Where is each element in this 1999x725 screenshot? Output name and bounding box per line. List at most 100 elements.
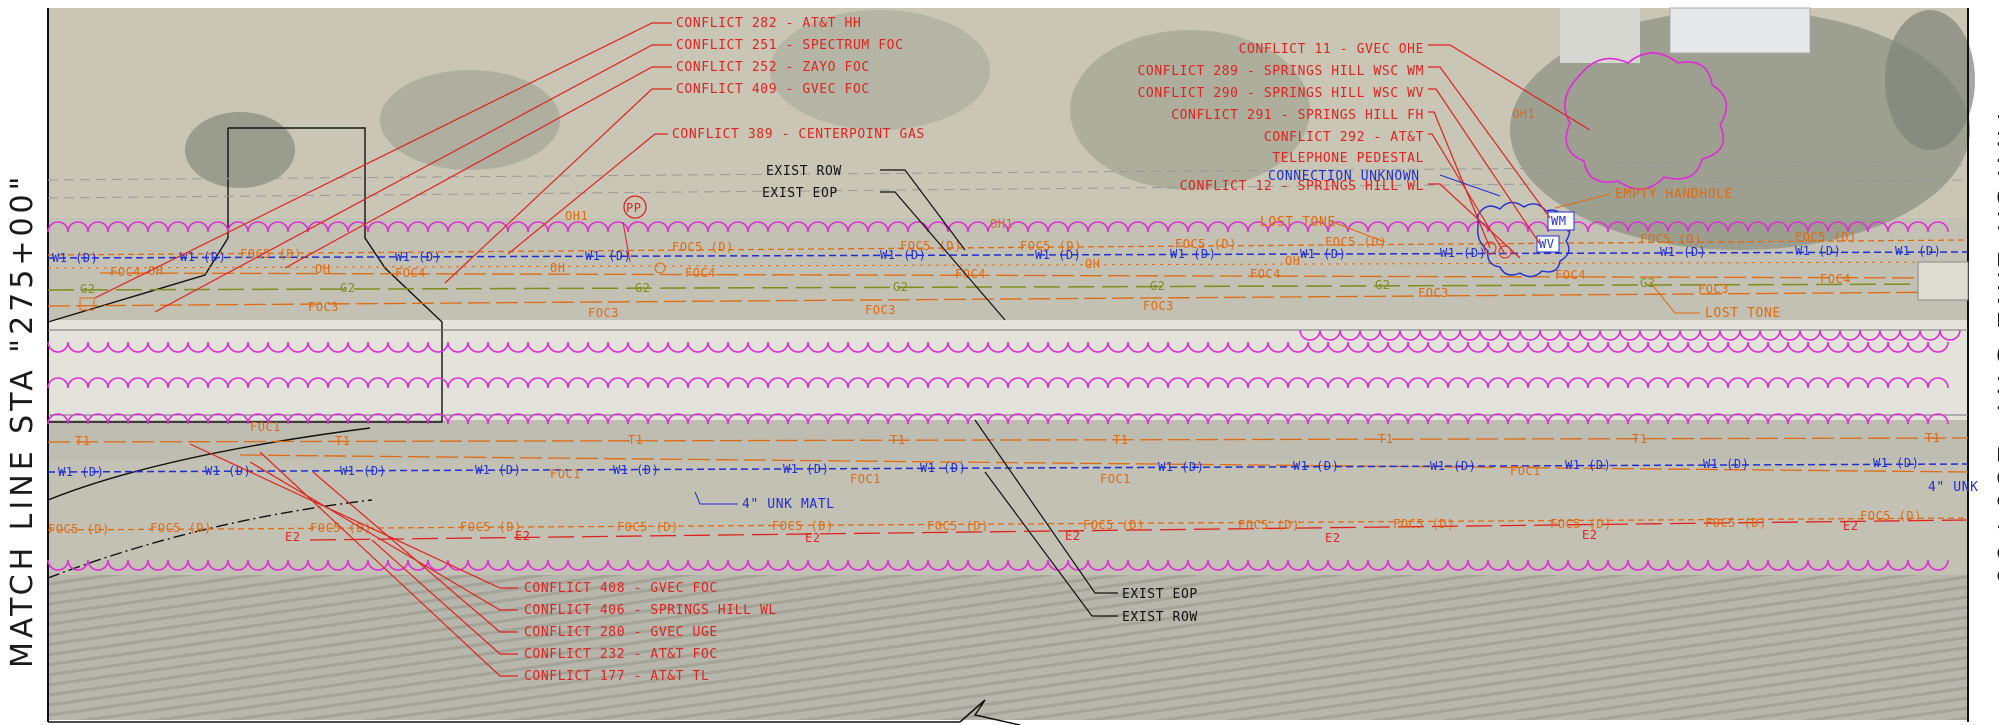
water-code: W1 (D) [180, 250, 226, 264]
foc5-code: FOC5 (D) [1860, 509, 1922, 523]
conflict-label: CONFLICT 11 - GVEC OHE [1239, 42, 1424, 57]
lost-tone-label: LOST TONE [1260, 215, 1336, 230]
callout-leaders [880, 169, 1118, 617]
foc5-code: FOC5 (D) [617, 520, 679, 534]
foc5-code: FOC5 (D) [900, 239, 962, 253]
foc5-code: FOC5 (D) [48, 522, 110, 536]
water-meter-icon [1547, 211, 1575, 231]
conflict-label: CONFLICT 289 - SPRINGS HILL WSC WM [1137, 64, 1424, 79]
gas-code: G2 [340, 281, 355, 295]
conflict-label: CONFLICT 409 - GVEC FOC [676, 82, 870, 97]
water-code: W1 (D) [52, 251, 98, 265]
tree-canopy [1510, 10, 1970, 250]
gas-code: G2 [80, 282, 95, 296]
empty-handhole-label: EMPTY HANDHOLE [1615, 187, 1733, 202]
water-meter-cluster: WM WV [1477, 201, 1575, 278]
sheet-border [47, 8, 1969, 725]
water-code: W1 (D) [1035, 248, 1081, 262]
gas-code: G2 [1150, 279, 1165, 293]
structure-icon [1917, 261, 1969, 301]
lost-tone-label-2: LOST TONE [1705, 306, 1781, 321]
water-code: W1 (D) [1170, 247, 1216, 261]
water-code: W1 (D) [58, 465, 104, 479]
e2-code: E2 [1843, 519, 1858, 533]
revision-cloud-band [47, 221, 1949, 233]
oh1-code: OH1 [1512, 107, 1535, 121]
e2-code: E2 [515, 529, 530, 543]
water-code: W1 (D) [1660, 245, 1706, 259]
foc3-line-north [47, 291, 1969, 307]
conflict-label: CONFLICT 12 - SPRINGS HILL WL [1180, 179, 1424, 194]
line-code-labels: W1 (D) W1 (D) W1 (D) W1 (D) W1 (D) W1 (D… [48, 107, 1943, 545]
t1-code: T1 [335, 434, 350, 448]
oh-code: OH [148, 264, 163, 278]
match-line-left: MATCH LINE STA "275+00" [5, 173, 40, 668]
water-code: W1 (D) [1873, 456, 1919, 470]
driveway-outline [47, 127, 443, 579]
water-code: W1 (D) [783, 462, 829, 476]
foc5-code: FOC5 (D) [1238, 518, 1300, 532]
conflict-label: TELEPHONE PEDESTAL [1272, 151, 1424, 166]
conflict-label: CONFLICT 232 - AT&T FOC [524, 647, 718, 662]
tree-canopy [770, 10, 990, 130]
foc3-code: FOC3 [308, 300, 339, 314]
foc5-code: FOC5 (D) [1175, 237, 1237, 251]
water-code: W1 (D) [1440, 246, 1486, 260]
water-line-north [47, 251, 1969, 259]
revision-cloud-band [47, 377, 1949, 389]
water-code: W1 (D) [880, 248, 926, 262]
foc1-code: FOC1 [250, 420, 281, 434]
overhead-line [47, 261, 1969, 269]
gas-line-north [47, 283, 1969, 291]
foc5-code: FOC5 (D) [1083, 518, 1145, 532]
oh-code: OH [1085, 257, 1100, 271]
e2-code: E2 [1065, 529, 1080, 543]
power-pole-icon [623, 195, 647, 219]
t1-code: T1 [1925, 431, 1940, 445]
top-left-conflict-labels: CONFLICT 282 - AT&T HH CONFLICT 251 - SP… [672, 16, 924, 142]
conflict-label: CONFLICT 251 - SPECTRUM FOC [676, 38, 904, 53]
revision-cloud-band [47, 341, 1949, 353]
foc4-code: FOC4 [685, 266, 716, 280]
foc4-code: FOC4 [1820, 272, 1851, 286]
t1-code: T1 [890, 433, 905, 447]
foc3-code: FOC3 [1143, 299, 1174, 313]
revision-cloud-band [47, 559, 1949, 571]
break-line [959, 699, 1021, 725]
connection-unknown-label: CONNECTION UNKNOWN [1268, 169, 1420, 184]
exist-row-label: EXIST ROW [766, 164, 842, 179]
conflict-label: CONFLICT 290 - SPRINGS HILL WSC WV [1137, 86, 1424, 101]
foc5-code: FOC5 (D) [1640, 232, 1702, 246]
t1-code: T1 [628, 433, 643, 447]
oh-code: OH [550, 261, 565, 275]
wm-label: WM [1551, 214, 1566, 228]
foc5-code: FOC5 (D) [1705, 516, 1767, 530]
foc5-code: FOC5 (D) [927, 519, 989, 533]
e2-code: E2 [285, 530, 300, 544]
conflict-label: CONFLICT 406 - SPRINGS HILL WL [524, 603, 777, 618]
oh1-code: OH1 [565, 209, 588, 223]
foc5-code: FOC5 (D) [1393, 517, 1455, 531]
foc4-code: FOC4 [395, 266, 426, 280]
conflict-leaders [94, 22, 1591, 677]
t1-code: T1 [1632, 432, 1647, 446]
foc5-code: FOC5 (D) [1550, 517, 1612, 531]
unk-matl-label: 4" UNK MATL [742, 497, 835, 512]
foc1-code: FOC1 [550, 467, 581, 481]
water-code: W1 (D) [1293, 459, 1339, 473]
foc5-line-north [47, 239, 1969, 256]
water-code: W1 (D) [1565, 458, 1611, 472]
minor-leaders [694, 174, 1700, 505]
bottom-conflict-labels: CONFLICT 408 - GVEC FOC CONFLICT 406 - S… [524, 581, 777, 684]
unk-label-right: 4" UNK [1928, 480, 1979, 495]
t1-code: T1 [1378, 432, 1393, 446]
foc5-code: FOC5 (D) [1020, 239, 1082, 253]
exist-eop-label: EXIST EOP [762, 186, 838, 201]
revision-cloud-band [47, 413, 1949, 425]
foc1-code: FOC1 [1510, 464, 1541, 478]
water-code: W1 (D) [340, 464, 386, 478]
revision-cloud-band [1299, 329, 1961, 341]
foc1-line-south [239, 454, 1969, 473]
foc5-code: FOC5 (D) [772, 519, 834, 533]
t1-code: T1 [75, 434, 90, 448]
